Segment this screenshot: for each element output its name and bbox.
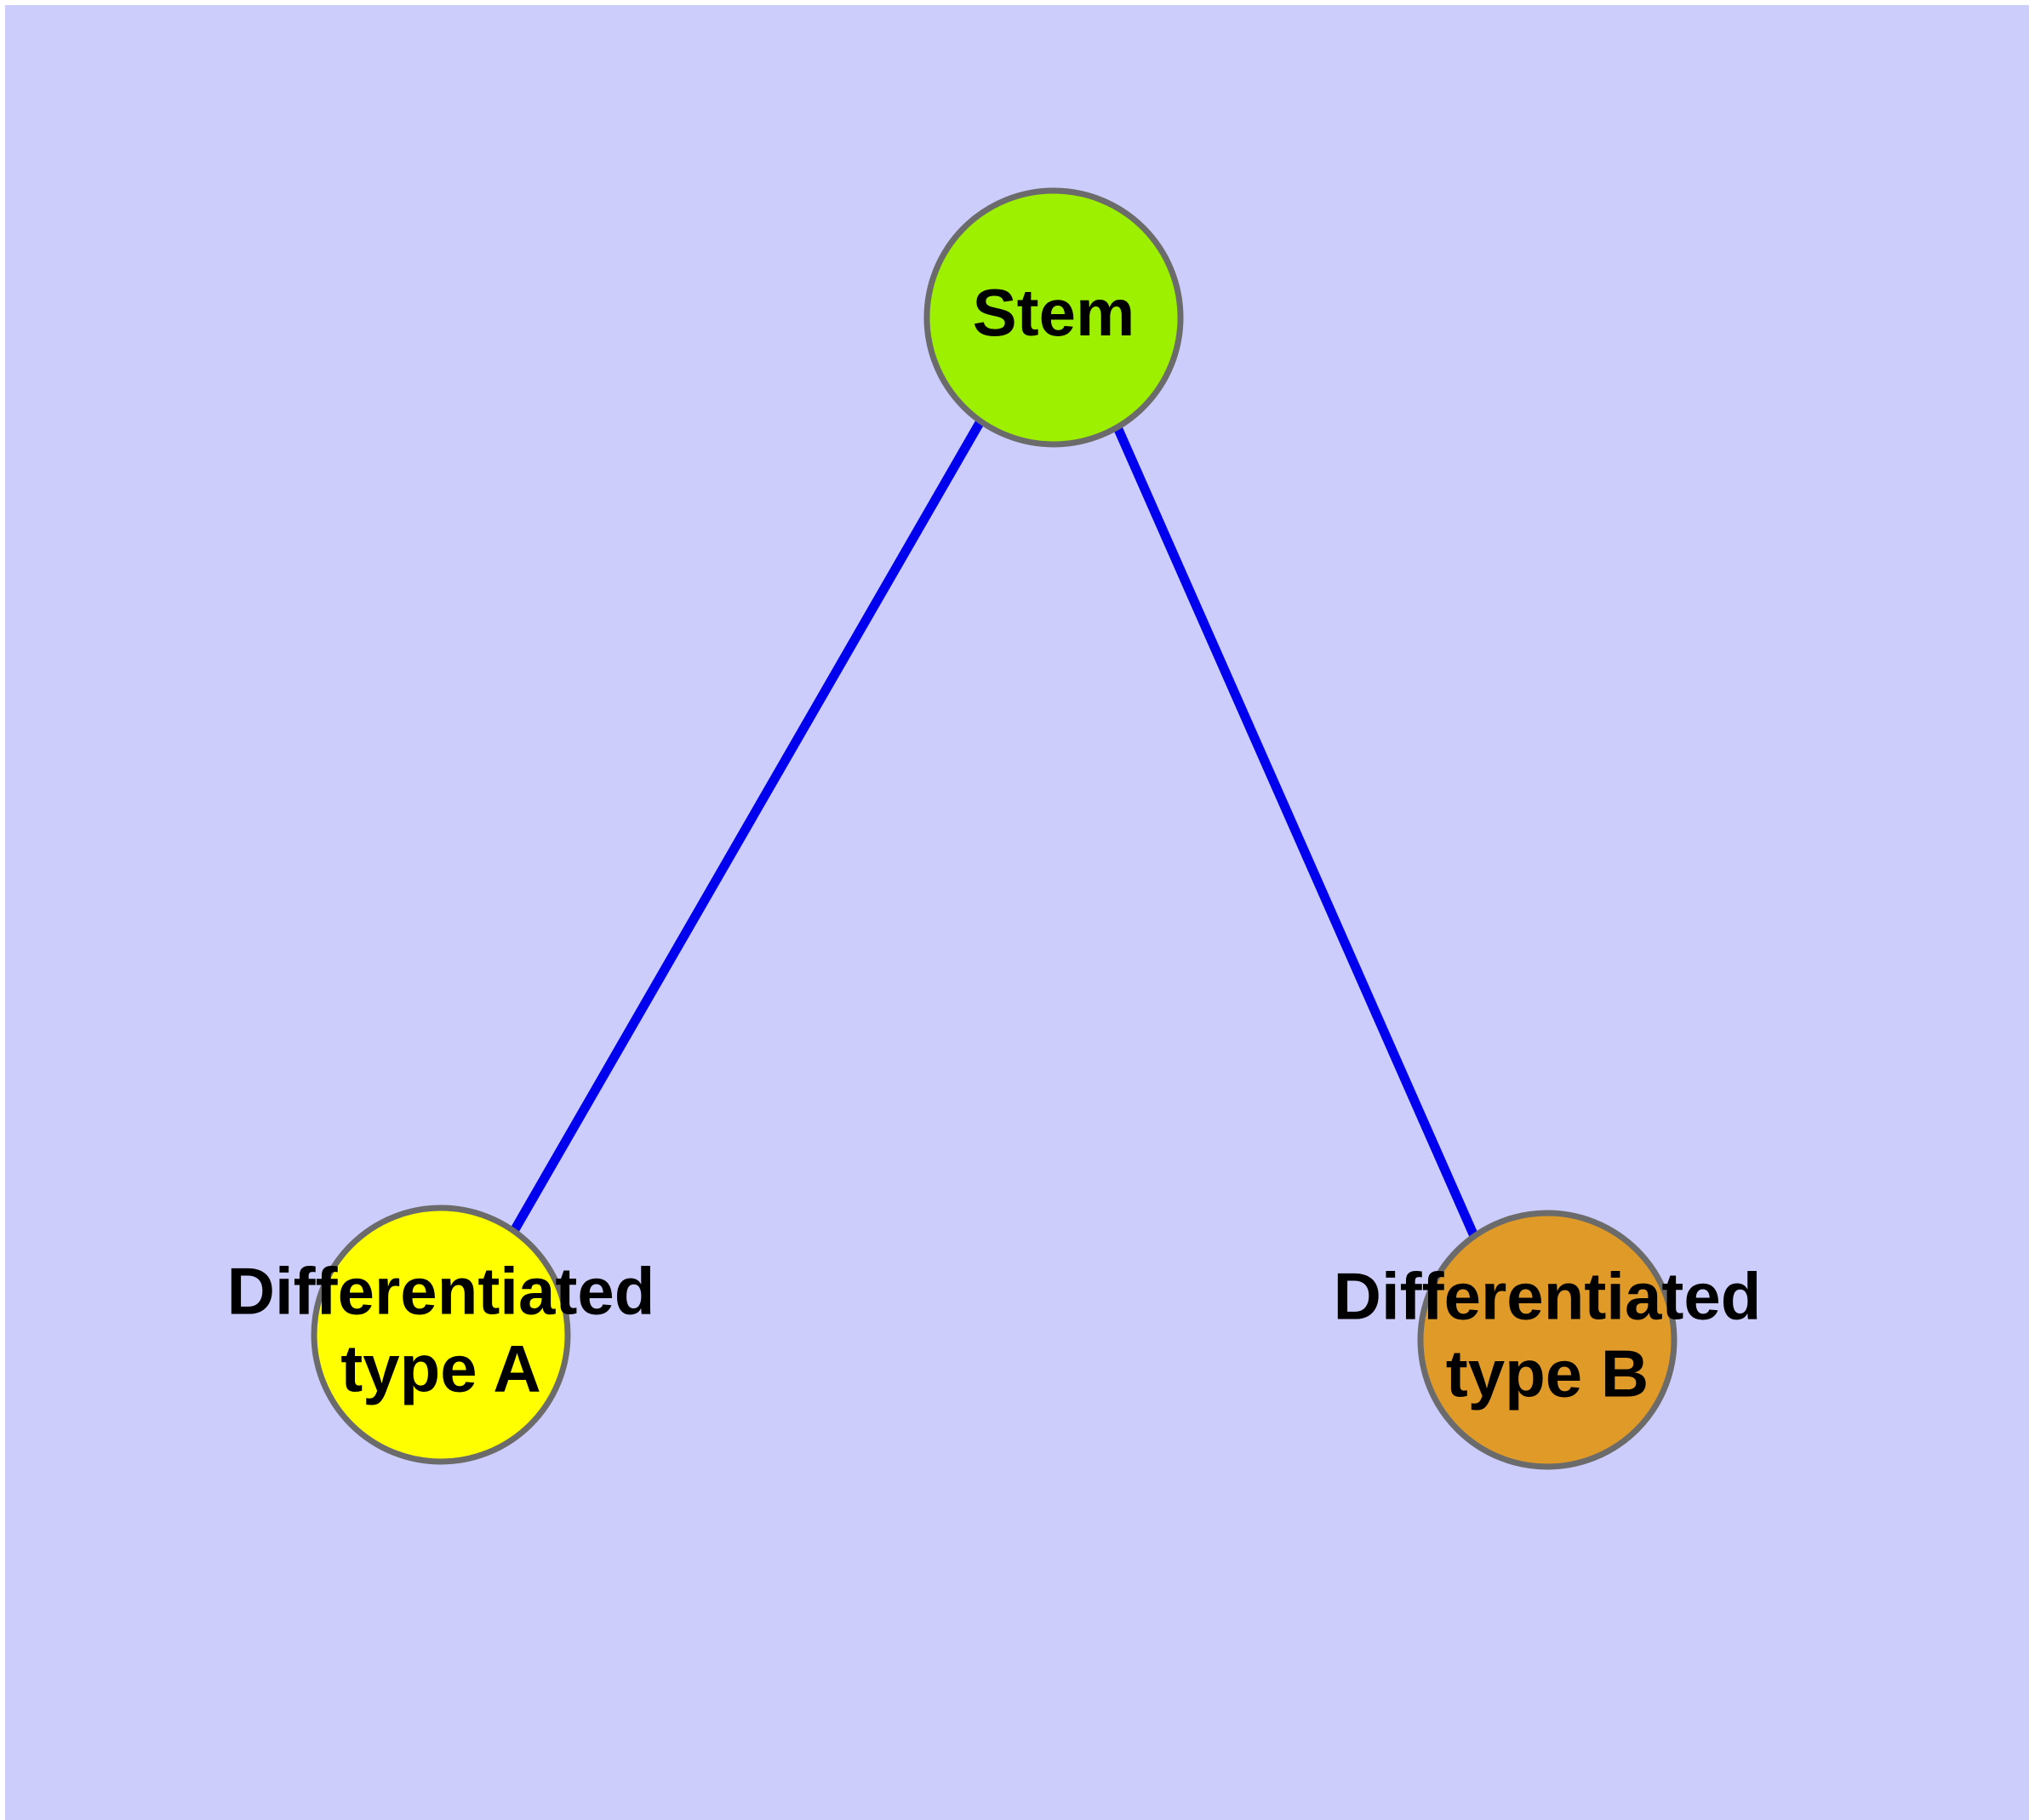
node-stem-label: Stem — [973, 275, 1135, 350]
edge-stem-to-differentiated-type-b[interactable] — [1112, 425, 1479, 1239]
node-stem-circle[interactable] — [923, 187, 1184, 448]
node-differentiated-type-b-circle[interactable] — [1417, 1210, 1677, 1470]
node-differentiated-type-a-circle[interactable] — [311, 1205, 571, 1465]
node-stem[interactable]: Stem — [923, 187, 1184, 448]
edges-group — [510, 419, 1479, 1239]
edge-stem-to-differentiated-type-a[interactable] — [510, 419, 985, 1233]
